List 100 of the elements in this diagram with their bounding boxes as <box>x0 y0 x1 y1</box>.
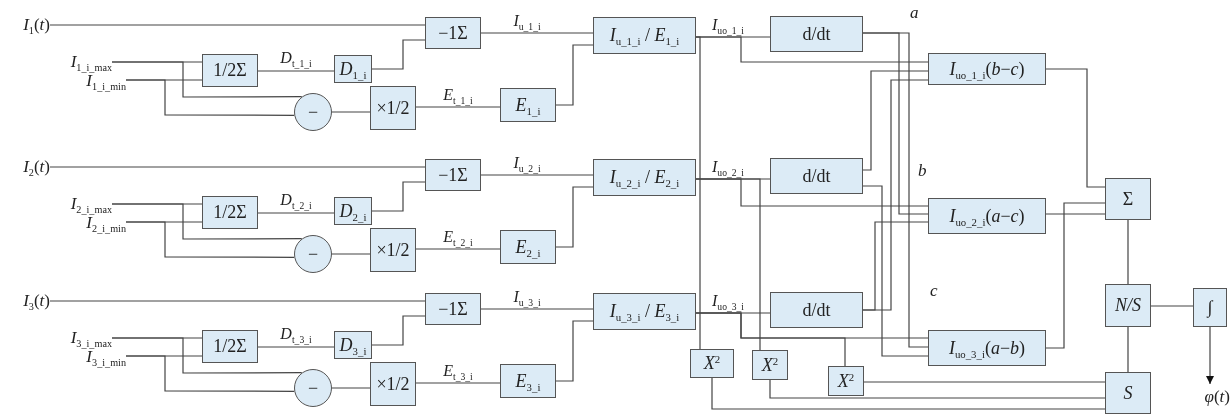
edge-label: I$_{u_3_i}$ <box>512 289 542 306</box>
process-box: N/S <box>1105 284 1151 327</box>
arrow <box>1206 326 1214 385</box>
connector-line <box>371 315 426 346</box>
process-box: I$_{uo_2_i}$(a−c) <box>928 198 1046 234</box>
connector-line <box>1045 202 1106 349</box>
connector-line <box>695 36 929 63</box>
signal-label: I$_{2_i_max}$ <box>30 194 112 214</box>
process-box: 1/2Σ <box>202 330 258 363</box>
process-box: I$_{uo_3_i}$(a−b) <box>928 330 1046 366</box>
edge-label: D$_{t_2_i}$ <box>279 192 313 209</box>
connector-line <box>111 61 303 98</box>
connector-line <box>371 39 426 70</box>
process-box: ×1/2 <box>370 86 416 130</box>
signal-label: I$_{3_i_max}$ <box>30 328 112 348</box>
connector-line <box>331 111 371 113</box>
subtractor-circle: − <box>294 369 332 407</box>
connector-line <box>49 24 426 26</box>
connector-line <box>769 379 1106 399</box>
process-box: E$_{1_i}$ <box>500 88 556 122</box>
connector-line <box>555 186 594 248</box>
process-box: S <box>1105 372 1151 414</box>
process-box: −1Σ <box>425 159 481 191</box>
signal-label: a <box>910 4 919 21</box>
connector-line <box>711 377 1106 410</box>
connector-line <box>415 106 501 108</box>
subtractor-circle: − <box>294 235 332 273</box>
connector-line <box>257 346 335 348</box>
connector-line <box>1127 326 1129 373</box>
edge-label: D$_{t_3_i}$ <box>279 326 313 343</box>
process-box: d/dt <box>770 16 863 52</box>
connector-line <box>371 181 426 212</box>
connector-line <box>863 381 1106 383</box>
signal-label: φ(t) <box>1184 384 1230 410</box>
process-box: 1/2Σ <box>202 54 258 87</box>
process-box: E$_{2_i}$ <box>500 230 556 264</box>
process-box: −1Σ <box>425 17 481 49</box>
connector-line <box>480 174 594 176</box>
connector-line <box>257 212 335 214</box>
connector-line <box>555 44 594 106</box>
signal-label: I$_{2_i_min}$ <box>50 213 126 233</box>
process-box: I$_{uo_1_i}$(b−c) <box>928 53 1046 85</box>
connector-line <box>1045 213 1106 215</box>
process-box: ×1/2 <box>370 362 416 406</box>
signal-label: I$_{1_i_min}$ <box>50 71 126 91</box>
process-box: 1/2Σ <box>202 196 258 229</box>
edge-label: I$_{u_2_i}$ <box>512 155 542 172</box>
connector-line <box>695 312 929 339</box>
process-box: D$_{2_i}$ <box>334 197 372 225</box>
process-box: −1Σ <box>425 293 481 325</box>
process-box: X$^{2}$ <box>752 350 788 380</box>
process-box: I$_{u_2_i}$ / E$_{2_i}$ <box>593 159 696 196</box>
connector-line <box>555 320 594 382</box>
process-box: ×1/2 <box>370 228 416 272</box>
process-box: X$^{2}$ <box>828 366 864 396</box>
process-box: E$_{3_i}$ <box>500 364 556 398</box>
process-box: d/dt <box>770 292 863 328</box>
connector-line <box>862 32 929 348</box>
process-box: d/dt <box>770 158 863 194</box>
connector-line <box>415 382 501 384</box>
connector-line <box>1127 219 1129 285</box>
edge-label: I$_{uo_2_i}$ <box>711 159 745 176</box>
connector-line <box>480 32 594 34</box>
connector-line <box>862 221 929 311</box>
edge-label: E$_{t_2_i}$ <box>442 229 474 246</box>
process-box: D$_{1_i}$ <box>334 55 372 83</box>
process-box: X$^{2}$ <box>690 349 734 378</box>
connector-line <box>125 221 295 258</box>
subtractor-circle: − <box>294 93 332 131</box>
edge-label: I$_{uo_1_i}$ <box>711 17 745 34</box>
connector-line <box>1150 305 1194 307</box>
edge-label: I$_{u_1_i}$ <box>512 13 542 30</box>
connector-line <box>49 166 426 168</box>
connector-line <box>862 70 929 171</box>
signal-label: c <box>930 282 938 299</box>
connector-line <box>257 70 335 72</box>
connector-line <box>695 178 929 207</box>
process-box: D$_{3_i}$ <box>334 331 372 359</box>
process-box: I$_{u_3_i}$ / E$_{3_i}$ <box>593 293 696 330</box>
process-box: I$_{u_1_i}$ / E$_{1_i}$ <box>593 17 696 54</box>
edge-label: D$_{t_1_i}$ <box>279 50 313 67</box>
connector-line <box>49 300 426 302</box>
process-box: ∫ <box>1193 288 1227 327</box>
signal-label: I$_{3_i_min}$ <box>50 347 126 367</box>
connector-line <box>125 355 295 392</box>
signal-label: I$_{1_i_max}$ <box>30 52 112 72</box>
connector-line <box>415 248 501 250</box>
edge-label: E$_{t_3_i}$ <box>442 363 474 380</box>
edge-label: E$_{t_1_i}$ <box>442 87 474 104</box>
signal-label: I$_{2}$(t) <box>4 155 50 179</box>
signal-label: b <box>918 162 927 179</box>
connector-line <box>331 253 371 255</box>
process-box: Σ <box>1105 178 1151 220</box>
signal-label: I$_{3}$(t) <box>4 289 50 313</box>
edge-label: I$_{uo_3_i}$ <box>711 293 745 310</box>
connector-line <box>125 79 295 116</box>
connector-line <box>862 185 929 357</box>
connector-line <box>331 387 371 389</box>
signal-label: I$_{1}$(t) <box>4 13 50 37</box>
connector-line <box>111 337 303 374</box>
